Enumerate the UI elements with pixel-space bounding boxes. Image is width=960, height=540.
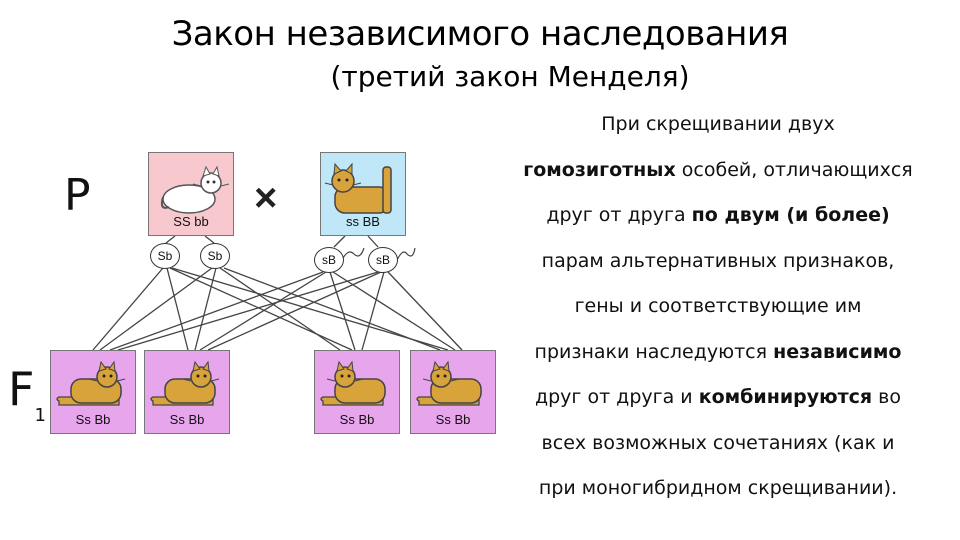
description-bold-run: комбинируются <box>698 386 873 408</box>
parent-genotype: ss BB <box>346 214 380 229</box>
gamete: Sb <box>200 243 230 269</box>
offspring-box: Ss Bb <box>50 350 136 434</box>
parent-box-ssbb: SS bb <box>148 152 234 236</box>
description-bold-run: гомозиготных <box>523 158 676 181</box>
offspring-box: Ss Bb <box>314 350 400 434</box>
description-bold-run: независимо <box>773 340 902 363</box>
description-run: парам альтернативных признаков, <box>541 249 895 272</box>
title-line-2: (третий закон Менделя) <box>330 60 690 93</box>
generation-f-subscript: 1 <box>34 405 46 427</box>
offspring-genotype: Ss Bb <box>339 412 375 427</box>
link-line <box>194 267 217 351</box>
description-run: особей, отличающихся <box>675 158 913 181</box>
link-line <box>199 271 327 351</box>
offspring-box: Ss Bb <box>410 350 496 434</box>
offspring-genotype: Ss Bb <box>75 412 111 427</box>
link-line <box>109 271 324 351</box>
description-run: признаки наследуются <box>534 340 774 363</box>
link-line <box>171 267 449 351</box>
generation-f1-label: F1 <box>8 362 46 426</box>
description-line: друг от друга по двум (и более) <box>488 193 948 239</box>
description-line: признаки наследуются независимо <box>488 330 948 376</box>
description-run: при моногибридном скрещивании). <box>538 477 898 499</box>
parent-genotype: SS bb <box>173 214 209 229</box>
description-line: гомозиготных особей, отличающихся <box>488 148 948 194</box>
description-line: гены и соответствующие им <box>488 284 948 330</box>
link-line <box>166 267 189 351</box>
link-line <box>92 267 164 351</box>
description-line: друг от друга и комбинируются во <box>488 375 948 421</box>
orange-cat-icon <box>320 360 386 406</box>
description-bold-run: по двум (и более) <box>691 204 890 226</box>
link-line <box>219 267 341 351</box>
description-run: При скрещивании двух <box>601 113 835 135</box>
link-line <box>223 267 441 351</box>
description-line: парам альтернативных признаков, <box>488 239 948 285</box>
description-line: при моногибридном скрещивании). <box>488 466 948 512</box>
gamete: Sb <box>150 243 180 269</box>
link-line <box>117 271 379 351</box>
description-run: гены и соответствующие им <box>574 295 862 317</box>
gamete: sB <box>368 247 398 273</box>
white-cat-icon <box>160 165 230 214</box>
link-line <box>165 235 176 244</box>
description-run: друг от друга <box>546 204 692 226</box>
link-line <box>169 267 353 351</box>
offspring-box: Ss Bb <box>144 350 230 434</box>
offspring-genotype: Ss Bb <box>435 412 471 427</box>
description-run: друг от друга и <box>534 386 699 408</box>
orange-cat-icon <box>56 360 126 406</box>
orange-cat-icon <box>416 360 482 406</box>
link-line <box>207 271 382 351</box>
description-line: При скрещивании двух <box>488 102 948 148</box>
link-line <box>387 271 463 351</box>
generation-f-letter: F <box>8 362 35 416</box>
sperm-tail <box>396 247 416 261</box>
orange-cat-icon <box>150 360 220 406</box>
link-line <box>367 235 379 248</box>
parent-box-ssBB: ss BB <box>320 152 406 236</box>
description-run: во <box>872 386 901 408</box>
description-text: При скрещивании двух гомозиготных особей,… <box>488 102 948 512</box>
generation-p-label: P <box>64 170 91 221</box>
link-line <box>361 271 385 351</box>
description-line: всех возможных сочетаниях (как и <box>488 421 948 467</box>
title-line-1: Закон независимого наследования <box>171 14 789 54</box>
link-line <box>333 235 346 248</box>
cross-symbol: × <box>254 176 278 220</box>
sperm-tail <box>341 247 365 261</box>
offspring-genotype: Ss Bb <box>169 412 205 427</box>
description-run: всех возможных сочетаниях (как и <box>541 431 895 454</box>
link-line <box>99 267 213 351</box>
orange-cat-icon <box>324 162 392 214</box>
gamete: sB <box>314 247 344 273</box>
link-line <box>204 235 215 244</box>
